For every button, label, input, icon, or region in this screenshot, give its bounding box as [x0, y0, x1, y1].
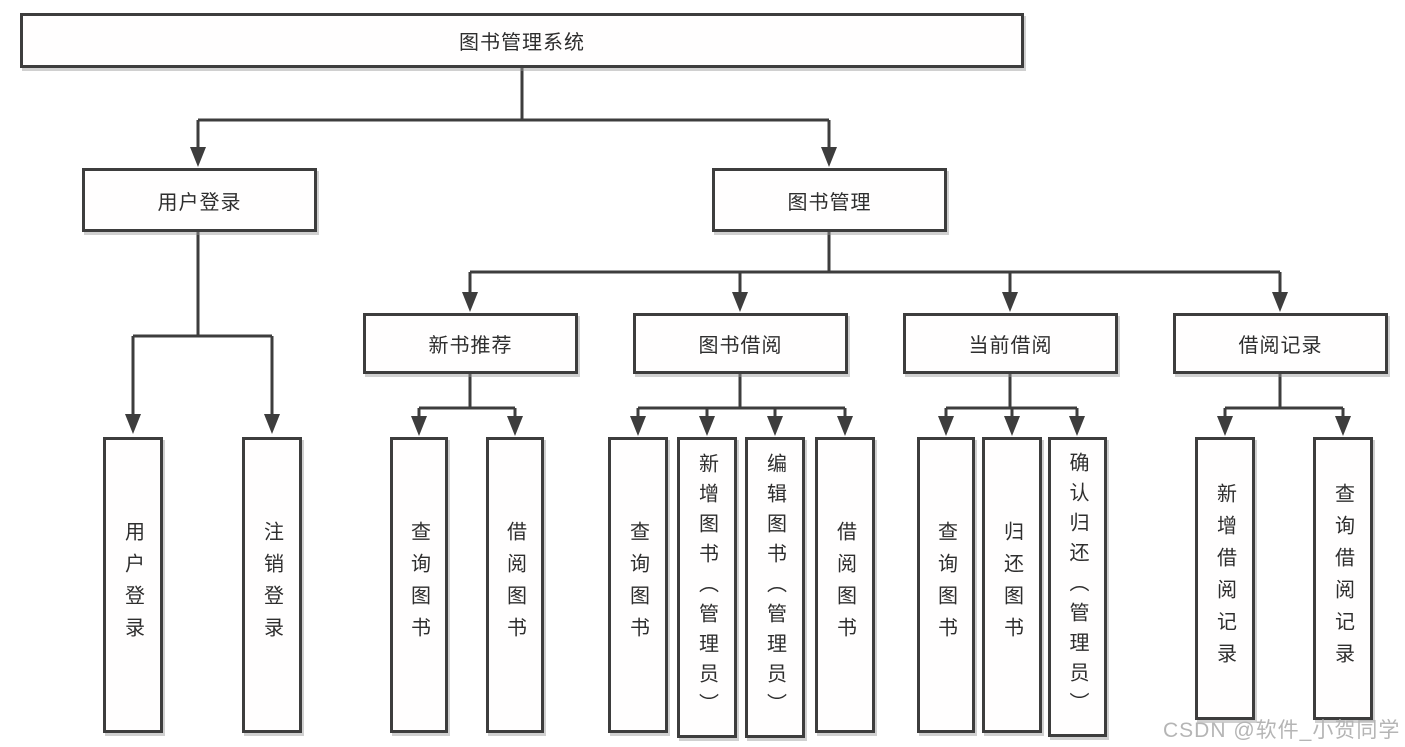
node-confirm-return-admin: 确认归还（管理员） [1048, 437, 1107, 737]
node-current-borrowing: 当前借阅 [903, 313, 1118, 374]
node-new-book-recommend: 新书推荐 [363, 313, 578, 374]
node-return-book: 归还图书 [982, 437, 1042, 733]
node-logout: 注销登录 [242, 437, 302, 733]
node-add-borrow-record: 新增借阅记录 [1195, 437, 1255, 720]
node-add-book-admin: 新增图书（管理员） [677, 437, 737, 738]
node-book-borrowing: 图书借阅 [633, 313, 848, 374]
node-borrow-books-borrowing: 借阅图书 [815, 437, 875, 733]
watermark: CSDN @软件_小贺同学 [1163, 719, 1401, 742]
node-query-books-borrowing: 查询图书 [608, 437, 668, 733]
node-user-login-group: 用户登录 [82, 168, 317, 232]
node-borrow-books-recommend: 借阅图书 [486, 437, 544, 733]
node-book-management: 图书管理 [712, 168, 947, 232]
node-query-books-current: 查询图书 [917, 437, 975, 733]
node-edit-book-admin: 编辑图书（管理员） [745, 437, 805, 738]
node-query-borrow-record: 查询借阅记录 [1313, 437, 1373, 720]
node-query-books-recommend: 查询图书 [390, 437, 448, 733]
node-borrowing-records: 借阅记录 [1173, 313, 1388, 374]
node-library-system: 图书管理系统 [20, 13, 1024, 68]
node-user-login: 用户登录 [103, 437, 163, 733]
